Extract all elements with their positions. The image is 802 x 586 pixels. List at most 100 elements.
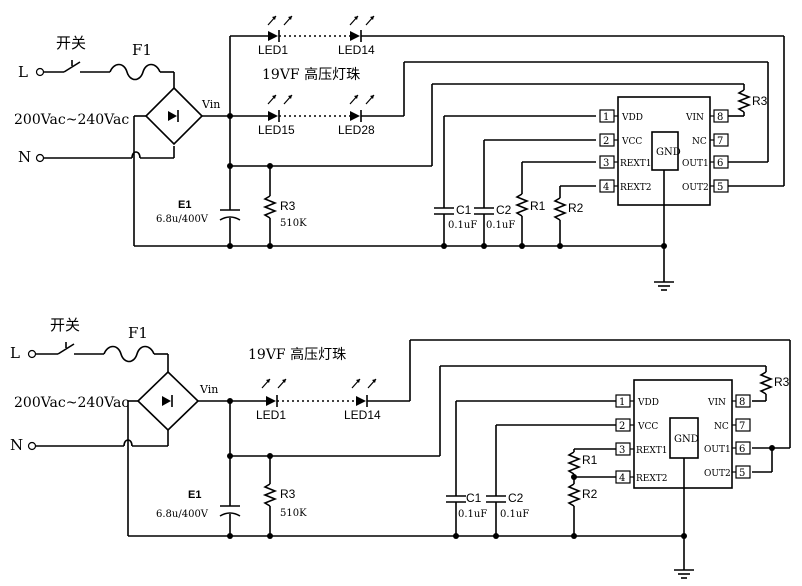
- fuse-symbol: [109, 63, 161, 81]
- circuit-1: L 开关 F1 200Vac~240Vac N: [14, 15, 785, 291]
- r2-label-2: R2: [582, 487, 598, 501]
- c1-label-2: C1: [466, 491, 482, 505]
- r3-left-label: R3: [280, 199, 296, 213]
- led15-label: LED15: [258, 123, 295, 137]
- r3-right-label-2: R3: [774, 375, 790, 389]
- pin-4-name-2: REXT2: [636, 474, 667, 484]
- pin-1-name-2: VDD: [637, 398, 659, 408]
- pin-4-name: REXT2: [620, 183, 651, 193]
- pin-3-num-2: 3: [619, 445, 625, 456]
- vin-label-2: Vin: [199, 383, 218, 396]
- terminal-n-label-2: N: [10, 436, 23, 454]
- terminal-l-label: L: [18, 63, 28, 81]
- pin-1-name: VDD: [621, 113, 643, 123]
- r3-left-value-2: 510K: [280, 508, 307, 519]
- pin-7-num: 7: [717, 136, 723, 147]
- led14-symbol: [349, 15, 375, 42]
- r1-label: R1: [530, 199, 546, 213]
- pin-6-num-2: 6: [739, 444, 745, 455]
- terminal-l: [35, 67, 45, 77]
- terminal-n-label: N: [18, 148, 31, 166]
- pin-4-num: 4: [603, 182, 609, 193]
- r3-right-label: R3: [752, 94, 768, 108]
- pin-7-num-2: 7: [739, 421, 745, 432]
- bridge-rectifier-2: [136, 370, 200, 432]
- pin-8-name: VIN: [685, 113, 704, 123]
- led14-label: LED14: [338, 43, 375, 57]
- ground-symbol-1: [654, 281, 674, 291]
- pin-2-name: VCC: [621, 137, 642, 147]
- e1-label: E1: [178, 199, 191, 211]
- led15-symbol: [267, 94, 293, 122]
- pin-6-num: 6: [717, 158, 723, 169]
- bridge-rectifier: [144, 86, 204, 146]
- circuit-2: L 开关 F1 200Vac~240Vac N Vin 19VF: [10, 316, 791, 579]
- led-string-label-2: 19VF 高压灯珠: [248, 346, 346, 363]
- r2-label: R2: [568, 201, 584, 215]
- pin-5-name: OUT2: [682, 183, 709, 193]
- vin-label: Vin: [201, 98, 220, 111]
- c1-label: C1: [456, 203, 472, 217]
- pin-2-num-2: 2: [619, 421, 625, 432]
- pin-1-num-2: 1: [619, 397, 625, 408]
- c2-label-2: C2: [508, 491, 524, 505]
- pin-1-num: 1: [603, 112, 609, 123]
- c1-value: 0.1uF: [448, 220, 477, 231]
- c2-value-2: 0.1uF: [500, 509, 529, 520]
- r2-symbol-2: [566, 483, 582, 507]
- led14-label-2: LED14: [344, 408, 381, 422]
- e1-value-2: 6.8u/400V: [156, 509, 209, 520]
- e1-value: 6.8u/400V: [156, 214, 209, 225]
- pin-8-num: 8: [717, 112, 723, 123]
- switch-symbol-2: [57, 342, 104, 355]
- led28-label: LED28: [338, 123, 375, 137]
- led28-symbol: [349, 94, 375, 122]
- terminal-n: [35, 153, 45, 163]
- terminal-l-label-2: L: [10, 344, 20, 362]
- r1-symbol: [514, 193, 530, 217]
- c2-label: C2: [496, 203, 512, 217]
- r3-left-label-2: R3: [280, 487, 296, 501]
- switch-label-2: 开关: [50, 316, 80, 334]
- r3-right-symbol: [736, 89, 752, 113]
- ic-gnd-label-2: GND: [674, 434, 699, 445]
- pin-7-name-2: NC: [714, 422, 729, 432]
- switch-label: 开关: [56, 34, 86, 52]
- r3-left-symbol-2: [262, 483, 278, 507]
- voltage-label: 200Vac~240Vac: [14, 112, 129, 128]
- e1-label-2: E1: [188, 489, 201, 501]
- pin-2-name-2: VCC: [637, 422, 658, 432]
- pin-3-name-2: REXT1: [636, 446, 667, 456]
- led1-symbol-2: [261, 378, 287, 407]
- voltage-label-2: 200Vac~240Vac: [14, 395, 129, 411]
- pin-5-num-2: 5: [739, 468, 745, 479]
- ground-symbol-2: [674, 569, 694, 579]
- switch-symbol: [63, 60, 110, 73]
- led-string-label: 19VF 高压灯珠: [262, 66, 360, 83]
- r3-left-symbol: [262, 195, 278, 219]
- fuse-label: F1: [132, 41, 152, 59]
- pin-6-name: OUT1: [682, 159, 709, 169]
- pin-3-num: 3: [603, 158, 609, 169]
- pin-4-num-2: 4: [619, 473, 625, 484]
- pin-3-name: REXT1: [620, 159, 651, 169]
- fuse-label-2: F1: [128, 324, 148, 342]
- led14-symbol-2: [351, 378, 377, 407]
- c1-value-2: 0.1uF: [458, 509, 487, 520]
- led1-symbol: [267, 15, 293, 42]
- pin-2-num: 2: [603, 136, 609, 147]
- fuse-symbol-2: [103, 345, 155, 363]
- pin-7-name: NC: [692, 137, 707, 147]
- pin-5-name-2: OUT2: [704, 469, 731, 479]
- ic-gnd-label: GND: [656, 147, 681, 158]
- r2-symbol: [552, 197, 568, 221]
- pin-6-name-2: OUT1: [704, 445, 731, 455]
- led1-label-2: LED1: [256, 408, 286, 422]
- r1-symbol-2: [566, 451, 582, 475]
- pin-8-num-2: 8: [739, 397, 745, 408]
- pin-5-num: 5: [717, 182, 723, 193]
- led1-label: LED1: [258, 43, 288, 57]
- r3-left-value: 510K: [280, 218, 307, 229]
- driver-ic-2: GND 1 VDD 2 VCC 3 REXT1 4 REXT2 8 VIN 7: [615, 379, 751, 489]
